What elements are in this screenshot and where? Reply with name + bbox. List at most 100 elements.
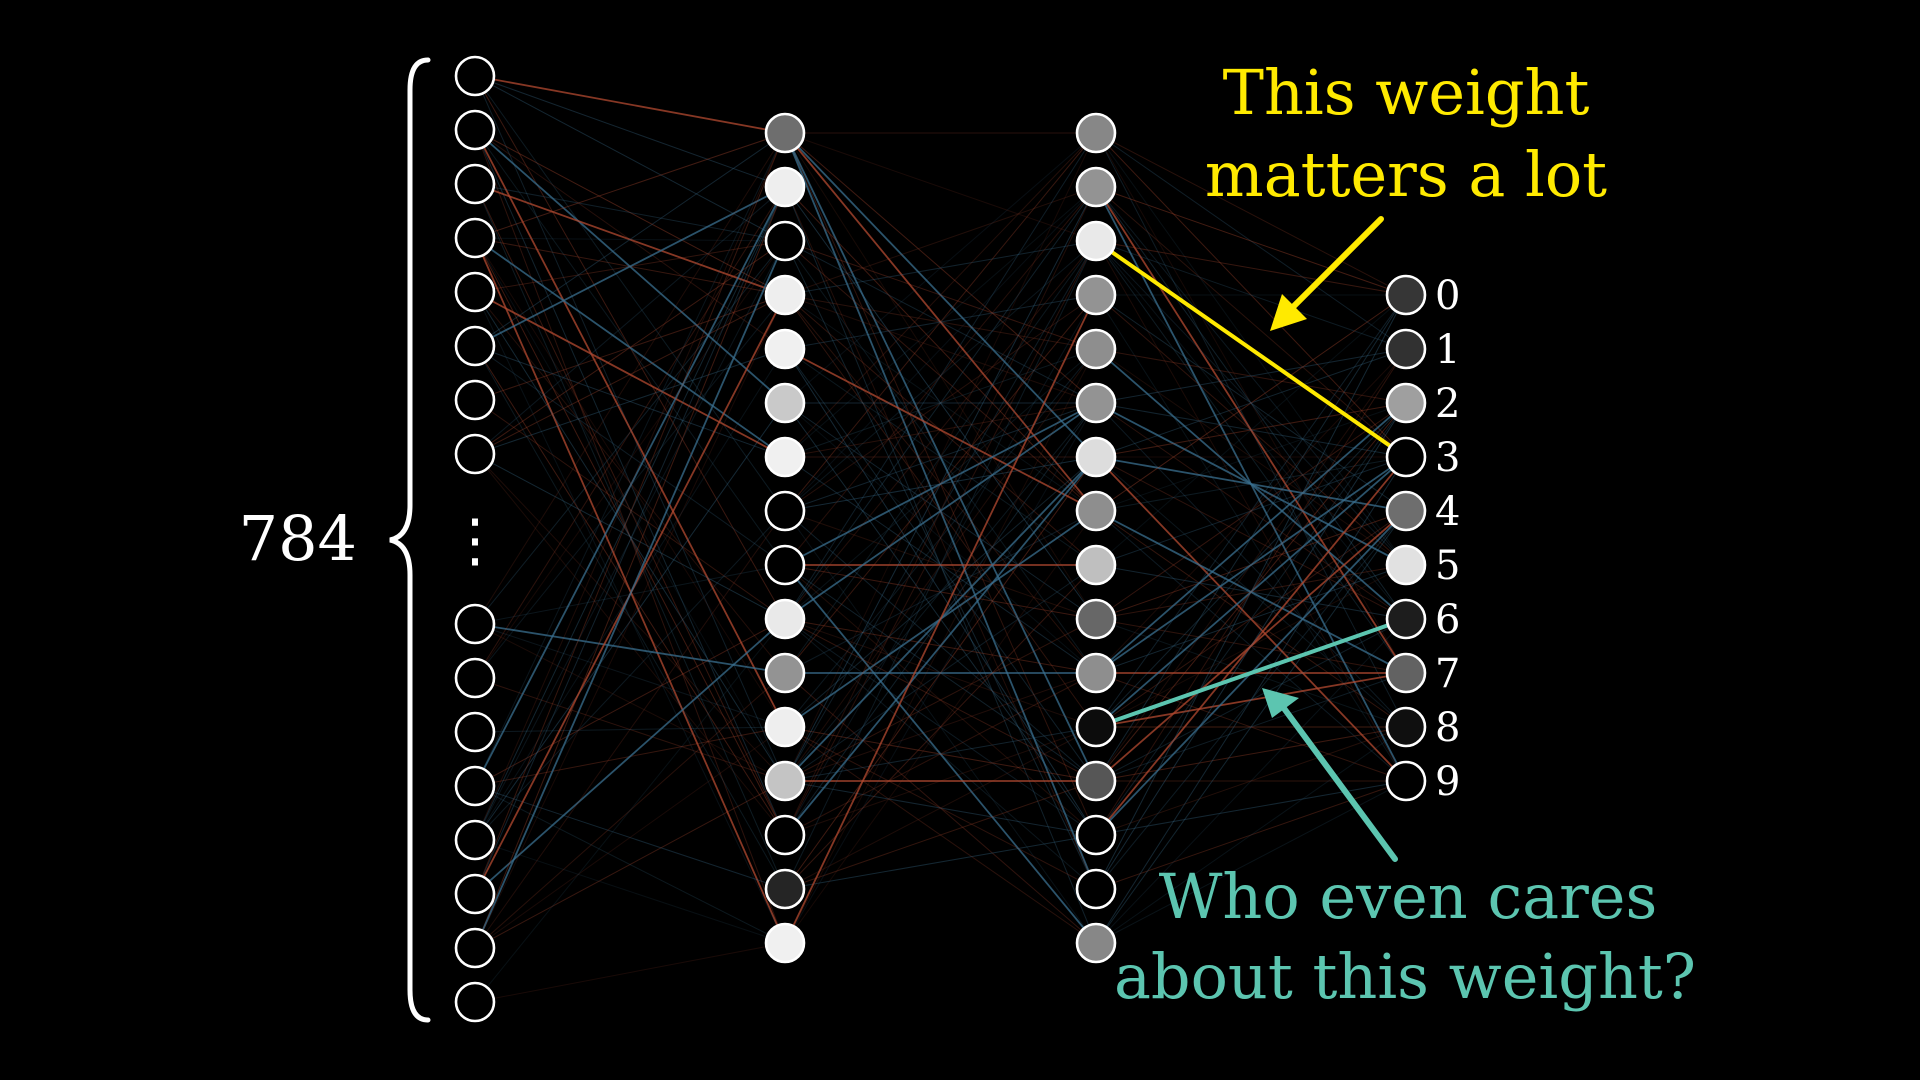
output-neuron-7 [1385, 652, 1427, 694]
weight-edge [784, 726, 1097, 890]
output-label-8: 8 [1435, 705, 1460, 751]
weight-edge [1095, 132, 1407, 296]
weight-edge [784, 132, 1097, 782]
weight-edge [784, 240, 1097, 836]
weight-edge [784, 564, 1097, 782]
unimportant-note-line-2: about this weight? [1114, 940, 1696, 1013]
weight-edge [1095, 294, 1407, 782]
hidden1-neuron-6 [764, 436, 806, 478]
input-neuron-15 [454, 981, 496, 1023]
weight-edge [474, 348, 786, 455]
weight-edge [474, 453, 786, 620]
weight-edge [1095, 132, 1407, 458]
hidden2-neuron-1 [1075, 166, 1117, 208]
input-neuron-9 [454, 657, 496, 699]
output-label-7: 7 [1435, 651, 1460, 697]
weight-edge [784, 294, 1097, 944]
weight-edge [474, 75, 786, 188]
weight-edge [474, 291, 786, 782]
input-neuron-8 [454, 603, 496, 645]
weight-edge [474, 129, 786, 944]
weight-edge [784, 186, 1097, 566]
weight-edge [784, 348, 1097, 728]
weight-edge [474, 780, 786, 949]
weight-edge [784, 564, 1097, 620]
weight-edge [784, 726, 1097, 782]
weight-edge [474, 75, 786, 512]
neurons [454, 55, 1427, 1023]
weight-edge [784, 402, 1097, 512]
important-note-line-1: This weight [1223, 56, 1590, 129]
weight-edge [474, 345, 786, 458]
weight-edge [1095, 510, 1407, 944]
weight-edge [1095, 564, 1407, 674]
weight-edge [474, 402, 786, 841]
weight-edge [474, 726, 786, 733]
weight-edge [784, 132, 1097, 512]
hidden1-neuron-14 [764, 868, 806, 910]
weight-edge [1095, 510, 1407, 728]
output-neuron-6 [1385, 598, 1427, 640]
hidden1-neuron-11 [764, 706, 806, 748]
weight-edge [784, 726, 1097, 836]
weight-edge [474, 785, 786, 890]
weight-edge [784, 186, 1097, 782]
weight-edge [474, 294, 786, 949]
weight-edge [474, 294, 786, 401]
weight-edge [474, 186, 786, 895]
weight-edge [1095, 402, 1407, 836]
weight-edge [1095, 456, 1407, 944]
hidden2-neuron-3 [1075, 274, 1117, 316]
weight-edge [474, 677, 786, 782]
weight-edge [784, 348, 1097, 836]
weight-edge [784, 618, 1097, 782]
weight-edge [784, 294, 1097, 836]
weight-edge [784, 672, 1097, 944]
weight-edge [474, 240, 786, 455]
weight-edge [474, 129, 786, 836]
weight-edge [1095, 456, 1407, 512]
input-neuron-0 [454, 55, 496, 97]
unimportant-weight-annotation: Who even cares about this weight? [1114, 688, 1696, 1013]
hidden2-neuron-13 [1075, 814, 1117, 856]
hidden2-neuron-14 [1075, 868, 1117, 910]
weight-edge [784, 132, 1097, 620]
hidden2-neuron-0 [1075, 112, 1117, 154]
weight-edge [474, 129, 786, 728]
weight-edge [1095, 402, 1407, 674]
output-label-6: 6 [1435, 597, 1460, 643]
output-neuron-2 [1385, 382, 1427, 424]
weight-edge [1095, 240, 1407, 782]
weight-edge [474, 186, 786, 455]
weight-edge [474, 618, 786, 895]
weight-edge [474, 129, 786, 296]
weight-edge [1095, 240, 1407, 566]
output-label-1: 1 [1435, 327, 1460, 373]
hidden1-neuron-0 [764, 112, 806, 154]
weight-edge [784, 186, 1097, 512]
hidden1-neuron-2 [764, 220, 806, 262]
weight-connections [474, 75, 1407, 1003]
output-label-9: 9 [1435, 759, 1460, 805]
weight-edge [474, 237, 786, 944]
output-label-4: 4 [1435, 489, 1460, 535]
weight-edge [474, 132, 786, 347]
important-weight-line [1094, 239, 1408, 459]
weight-edge [1095, 456, 1407, 836]
weight-edge [784, 240, 1097, 674]
output-label-3: 3 [1435, 435, 1460, 481]
weight-edge [784, 240, 1097, 890]
input-ellipsis: ⋮ [446, 506, 504, 574]
weight-edge [1095, 726, 1407, 836]
unimportant-weight-line [1095, 617, 1407, 729]
weight-edge [1095, 618, 1407, 944]
output-label-0: 0 [1435, 273, 1460, 319]
weight-edge [784, 834, 1097, 890]
weight-edge [784, 402, 1097, 458]
weight-edge [784, 132, 1097, 620]
weight-edge [474, 132, 786, 239]
unimportant-arrow-shaft [1280, 704, 1398, 862]
weight-edge [784, 240, 1097, 296]
weight-edge [474, 183, 786, 296]
hidden2-neuron-6 [1075, 436, 1117, 478]
